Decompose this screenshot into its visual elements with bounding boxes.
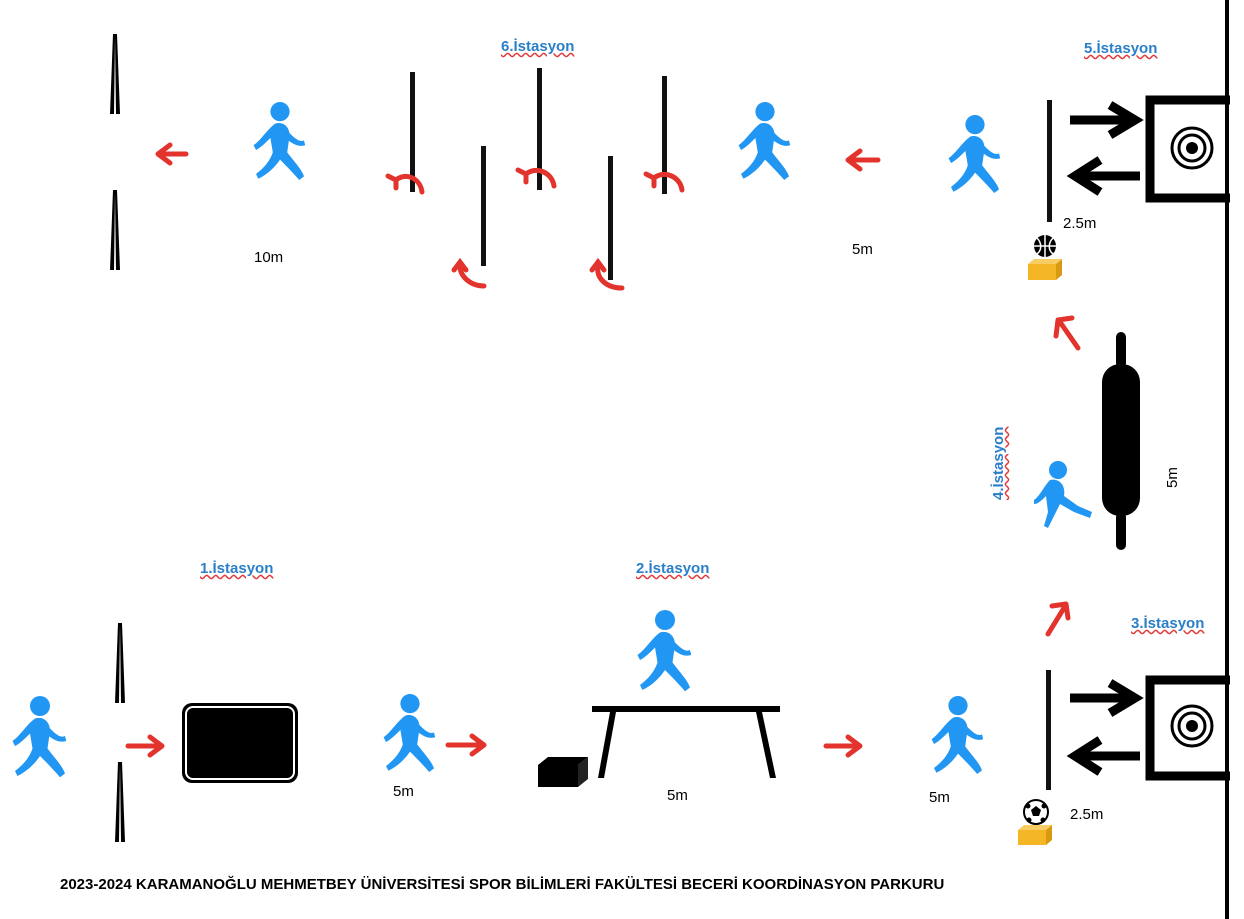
distance-label: 5m [929, 789, 950, 806]
soccer-ball-icon [1023, 799, 1049, 825]
slalom-pole-icon [410, 68, 667, 280]
runner-icon [1034, 461, 1092, 528]
target-icon [1066, 95, 1230, 203]
slalom-pole-icon [1046, 670, 1051, 790]
distance-label: 2.5m [1063, 215, 1097, 232]
direction-arrow-icon [445, 733, 487, 757]
station-5-label: 5.İstasyon [1084, 40, 1158, 57]
station-2-label: 2.İstasyon [636, 560, 710, 577]
slalom-pole-icon [1047, 100, 1052, 222]
cone-pair-icon [115, 623, 125, 842]
runner-icon [931, 696, 984, 774]
step-box-icon [538, 757, 588, 787]
runner-icon [12, 696, 67, 778]
direction-arrow-icon [823, 734, 863, 758]
runner-icon [738, 102, 791, 181]
direction-arrow-icon [125, 734, 165, 758]
distance-label: 2.5m [1070, 806, 1104, 823]
rolling-pin-obstacle-icon [1102, 332, 1140, 550]
target-icon [1066, 675, 1230, 781]
station-6-label: 6.İstasyon [501, 38, 575, 55]
direction-arrow-icon [155, 142, 189, 166]
turn-arrow-icon [385, 167, 685, 291]
step-box-icon [1028, 259, 1062, 280]
station-1-label: 1.İstasyon [200, 560, 274, 577]
station-4-label: 4.İstasyon [990, 426, 1007, 500]
direction-arrow-icon [1045, 601, 1071, 637]
station-3-label: 3.İstasyon [1131, 615, 1205, 632]
runner-icon [637, 610, 692, 692]
boundary-line [1225, 0, 1229, 919]
distance-label: 10m [254, 249, 284, 266]
runner-icon [383, 694, 436, 772]
runner-icon [948, 115, 1001, 194]
direction-arrow-icon [845, 148, 881, 172]
runner-icon [253, 102, 306, 181]
distance-label: 5m [852, 241, 873, 258]
distance-label: 5m [1164, 467, 1181, 488]
basketball-icon [1034, 235, 1056, 257]
footer-title: 2023-2024 KARAMANOĞLU MEHMETBEY ÜNİVERSİ… [60, 876, 945, 893]
mat-icon [182, 703, 298, 783]
distance-label: 5m [667, 787, 688, 804]
cone-pair-icon [110, 34, 120, 270]
step-box-icon [1018, 825, 1052, 845]
balance-bench-icon [592, 706, 780, 778]
distance-label: 5m [393, 783, 414, 800]
direction-arrow-icon [1053, 315, 1081, 351]
